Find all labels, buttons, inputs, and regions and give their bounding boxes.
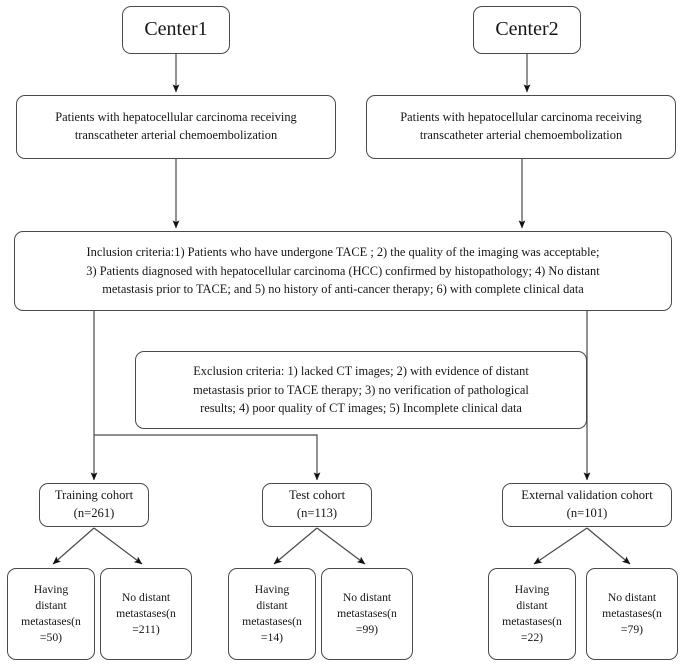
edge-external-to-having — [533, 527, 588, 565]
node-test-no-metastases-label: No distant metastases(n =99) — [337, 590, 397, 637]
node-external-validation-cohort: External validation cohort (n=101) — [502, 483, 672, 527]
node-exclusion-criteria-label: Exclusion criteria: 1) lacked CT images;… — [193, 363, 529, 416]
node-training-cohort: Training cohort (n=261) — [39, 483, 149, 527]
node-test-having-metastases: Having distant metastases(n =14) — [228, 568, 316, 660]
edge-training-to-having — [52, 527, 95, 565]
node-inclusion-criteria-label: Inclusion criteria:1) Patients who have … — [86, 244, 600, 297]
node-center2: Center2 — [473, 6, 581, 54]
node-test-having-metastases-label: Having distant metastases(n =14) — [242, 582, 302, 645]
node-test-cohort: Test cohort (n=113) — [262, 483, 372, 527]
node-external-no-metastases: No distant metastases(n =79) — [586, 568, 678, 660]
node-center1-label: Center1 — [144, 18, 208, 41]
edge-external-to-no — [586, 527, 631, 565]
node-source-left: Patients with hepatocellular carcinoma r… — [16, 95, 336, 159]
edge-training-to-no — [93, 527, 143, 565]
node-source-right: Patients with hepatocellular carcinoma r… — [366, 95, 676, 159]
node-training-no-metastases: No distant metastases(n =211) — [100, 568, 192, 660]
node-external-no-metastases-label: No distant metastases(n =79) — [602, 590, 662, 637]
node-center2-label: Center2 — [495, 18, 559, 41]
edge-test-to-having — [273, 527, 318, 565]
node-source-left-label: Patients with hepatocellular carcinoma r… — [55, 110, 297, 142]
node-inclusion-criteria: Inclusion criteria:1) Patients who have … — [14, 231, 672, 311]
node-external-having-metastases: Having distant metastases(n =22) — [488, 568, 576, 660]
node-training-having-metastases-label: Having distant metastases(n =50) — [21, 582, 81, 645]
edge-test-to-no — [316, 527, 366, 565]
node-external-having-metastases-label: Having distant metastases(n =22) — [502, 582, 562, 645]
edge-inclusion-to-test — [94, 434, 321, 481]
node-training-having-metastases: Having distant metastases(n =50) — [7, 568, 95, 660]
node-training-no-metastases-label: No distant metastases(n =211) — [116, 590, 176, 637]
node-source-right-label: Patients with hepatocellular carcinoma r… — [400, 110, 642, 142]
node-external-validation-cohort-label: External validation cohort (n=101) — [521, 488, 653, 520]
node-test-no-metastases: No distant metastases(n =99) — [321, 568, 413, 660]
node-test-cohort-label: Test cohort (n=113) — [288, 488, 346, 520]
node-training-cohort-label: Training cohort (n=261) — [54, 488, 134, 520]
node-exclusion-criteria: Exclusion criteria: 1) lacked CT images;… — [135, 351, 587, 429]
node-center1: Center1 — [122, 6, 230, 54]
